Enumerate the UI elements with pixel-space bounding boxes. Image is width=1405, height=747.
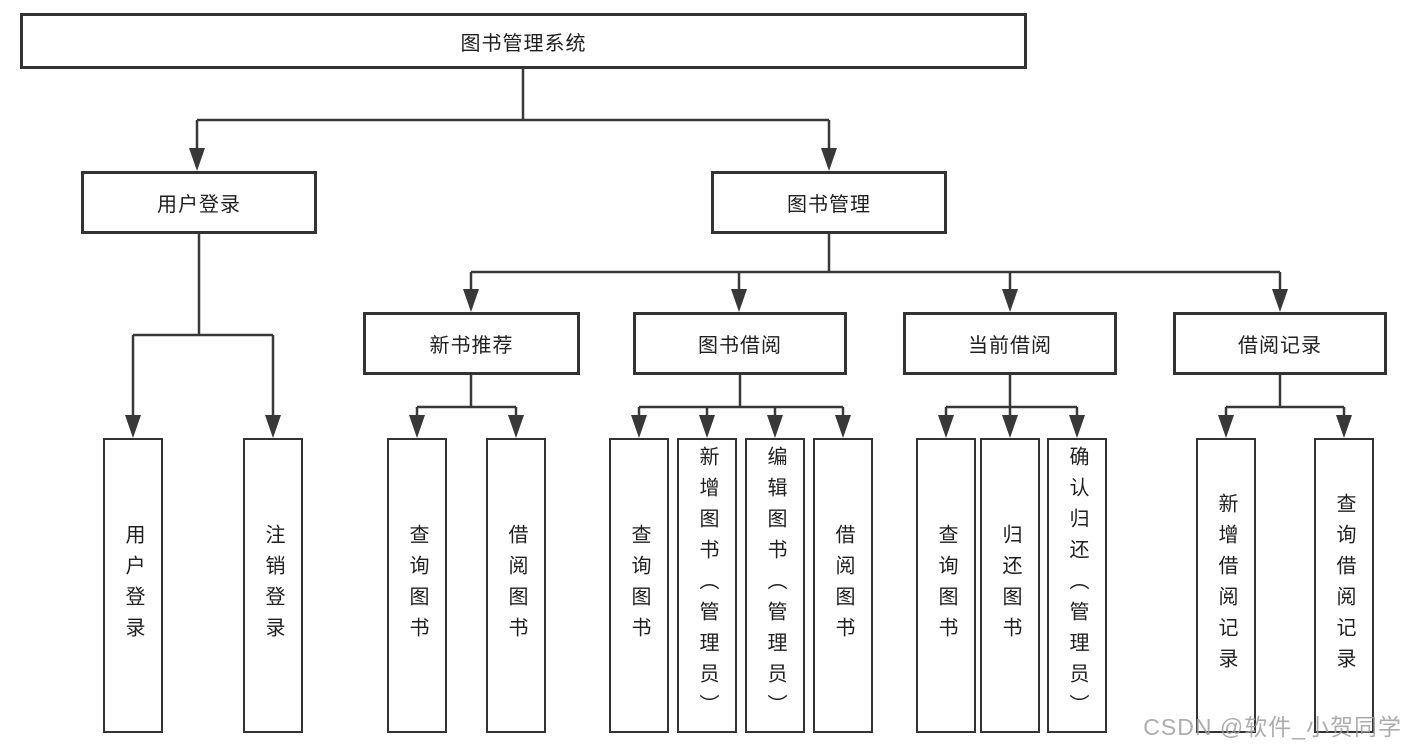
node-leaf-return-books: 归还图书 <box>980 438 1040 733</box>
node-label: 查询图书 <box>406 523 428 648</box>
node-book-borrowing: 图书借阅 <box>633 312 847 375</box>
node-label: 编辑图书（管理员） <box>764 446 786 725</box>
node-label: 借阅记录 <box>1238 335 1322 357</box>
node-label: 新增借阅记录 <box>1215 492 1237 679</box>
node-label: 注销登录 <box>262 523 284 648</box>
node-leaf-logout: 注销登录 <box>243 438 303 733</box>
node-borrowing-records: 借阅记录 <box>1173 312 1387 375</box>
node-label: 图书管理系统 <box>460 32 587 55</box>
node-new-book-recommend: 新书推荐 <box>363 312 580 375</box>
node-label: 借阅图书 <box>505 523 527 648</box>
node-leaf-query-books-borrow: 查询图书 <box>609 438 669 733</box>
node-leaf-add-books-admin: 新增图书（管理员） <box>677 438 737 733</box>
node-label: 归还图书 <box>999 523 1021 648</box>
node-label: 用户登录 <box>157 194 241 216</box>
node-label: 新书推荐 <box>429 335 514 357</box>
node-label: 借阅图书 <box>832 523 854 648</box>
node-library-management-system: 图书管理系统 <box>20 13 1027 69</box>
node-leaf-query-borrow-record: 查询借阅记录 <box>1314 438 1374 733</box>
node-label: 图书管理 <box>787 194 871 216</box>
node-leaf-borrow-books: 借阅图书 <box>813 438 873 733</box>
node-label: 新增图书（管理员） <box>696 446 718 725</box>
node-book-management: 图书管理 <box>711 171 947 234</box>
node-leaf-edit-books-admin: 编辑图书（管理员） <box>745 438 805 733</box>
node-label: 用户登录 <box>122 523 144 648</box>
node-leaf-borrow-books-recommend: 借阅图书 <box>486 438 546 733</box>
node-leaf-query-books-recommend: 查询图书 <box>387 438 447 733</box>
node-label: 查询借阅记录 <box>1333 492 1355 679</box>
node-label: 查询图书 <box>628 523 650 648</box>
node-user-login: 用户登录 <box>81 171 317 234</box>
node-leaf-user-login: 用户登录 <box>103 438 163 733</box>
watermark: CSDN @软件_小贺同学 <box>1143 714 1402 740</box>
node-label: 确认归还（管理员） <box>1066 446 1088 725</box>
node-current-borrowing: 当前借阅 <box>903 312 1117 375</box>
node-label: 图书借阅 <box>698 335 782 357</box>
node-leaf-confirm-return-admin: 确认归还（管理员） <box>1047 438 1107 733</box>
node-label: 查询图书 <box>935 523 957 648</box>
node-label: 当前借阅 <box>968 335 1052 357</box>
node-leaf-add-borrow-record: 新增借阅记录 <box>1196 438 1256 733</box>
node-leaf-query-books-current: 查询图书 <box>916 438 976 733</box>
